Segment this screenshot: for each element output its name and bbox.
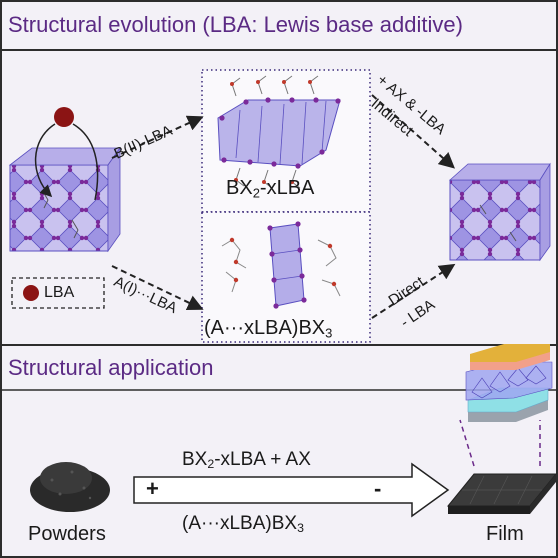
zoom-line-left [459,419,475,467]
film-slab [446,473,558,514]
left-perovskite-lattice [8,146,121,253]
lba-insertion-arrow [34,123,56,198]
arrow-lower-left [111,265,204,311]
bx2-lba-chain-structure [217,75,341,189]
legend-box [11,277,105,309]
bx2-lba-label: BX2-xLBA [226,177,315,201]
lba-ball [54,107,74,127]
application-section [0,345,558,558]
device-stack [465,344,553,422]
right-perovskite-lattice [448,162,551,262]
lba-insertion-curve [72,123,99,201]
arrow-lower-right [371,263,456,319]
process-label-top: BX2-xLBA + AX [182,449,311,472]
a-lba-bx3-structure [221,221,341,309]
plus-sign: + [146,476,159,501]
legend-label: LBA [44,284,75,301]
legend-lba-ball [23,285,39,301]
film-label: Film [486,523,524,545]
minus-sign: - [374,476,382,501]
process-label-bottom: (A···xLBA)BX3 [182,513,304,536]
powders-label: Powders [28,523,106,545]
a-lba-bx3-label: (A···xLBA)BX3 [204,317,333,341]
powder-pile [30,462,110,512]
arrow-upper-left [111,115,204,159]
arrow-upper-right [371,94,455,169]
evolution-title: Structural evolution (LBA: Lewis base ad… [8,12,463,37]
process-arrow [133,462,450,518]
application-title: Structural application [8,355,214,380]
